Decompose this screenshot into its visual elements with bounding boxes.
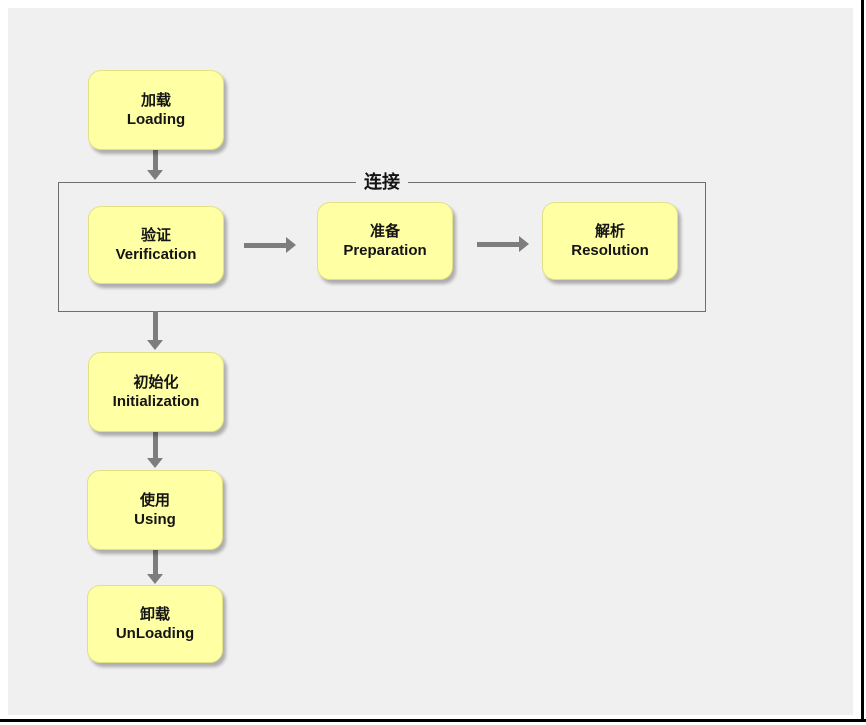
linking-group-label: 连接 xyxy=(356,172,408,193)
arrow-loading-to-linking xyxy=(147,150,163,180)
arrow-verification-to-preparation xyxy=(244,237,296,253)
node-resolution-label-zh: 解析 xyxy=(594,223,625,240)
arrow-preparation-to-resolution xyxy=(477,236,529,252)
arrow-shaft xyxy=(477,241,519,247)
node-loading-label-en: Loading xyxy=(126,111,186,128)
arrow-using-to-unloading xyxy=(147,549,163,584)
arrow-linking-to-initialization xyxy=(147,311,163,350)
node-verification-label-zh: 验证 xyxy=(140,227,171,244)
node-loading-label-zh: 加载 xyxy=(140,92,171,109)
node-preparation-label-en: Preparation xyxy=(343,242,427,259)
node-using-label-en: Using xyxy=(134,511,176,528)
arrow-head xyxy=(147,340,163,350)
linking-group-box: 连接 xyxy=(58,172,706,312)
node-resolution-label-en: Resolution xyxy=(571,242,649,259)
node-loading: 加载 Loading xyxy=(88,70,224,150)
arrow-head xyxy=(147,458,163,468)
node-unloading: 卸载 UnLoading xyxy=(87,585,223,663)
arrow-shaft xyxy=(152,549,158,574)
node-unloading-label-zh: 卸载 xyxy=(139,606,170,623)
arrow-shaft xyxy=(152,311,158,340)
node-using-label-zh: 使用 xyxy=(139,492,170,509)
arrow-head xyxy=(147,574,163,584)
node-unloading-label-en: UnLoading xyxy=(115,625,195,642)
node-using: 使用 Using xyxy=(87,470,223,550)
arrow-head xyxy=(519,236,529,252)
arrow-shaft xyxy=(244,242,286,248)
node-verification-label-en: Verification xyxy=(115,246,197,263)
node-preparation-label-zh: 准备 xyxy=(369,223,400,240)
arrow-head xyxy=(147,170,163,180)
page-edge-bottom-line xyxy=(0,719,866,722)
node-preparation: 准备 Preparation xyxy=(317,202,453,280)
arrow-shaft xyxy=(152,431,158,458)
node-initialization-label-en: Initialization xyxy=(112,393,200,410)
node-initialization-label-zh: 初始化 xyxy=(133,374,179,391)
node-resolution: 解析 Resolution xyxy=(542,202,678,280)
arrow-initialization-to-using xyxy=(147,431,163,468)
arrow-shaft xyxy=(152,150,158,170)
arrow-head xyxy=(286,237,296,253)
node-initialization: 初始化 Initialization xyxy=(88,352,224,432)
node-verification: 验证 Verification xyxy=(88,206,224,284)
page-edge-right-line xyxy=(861,0,864,721)
